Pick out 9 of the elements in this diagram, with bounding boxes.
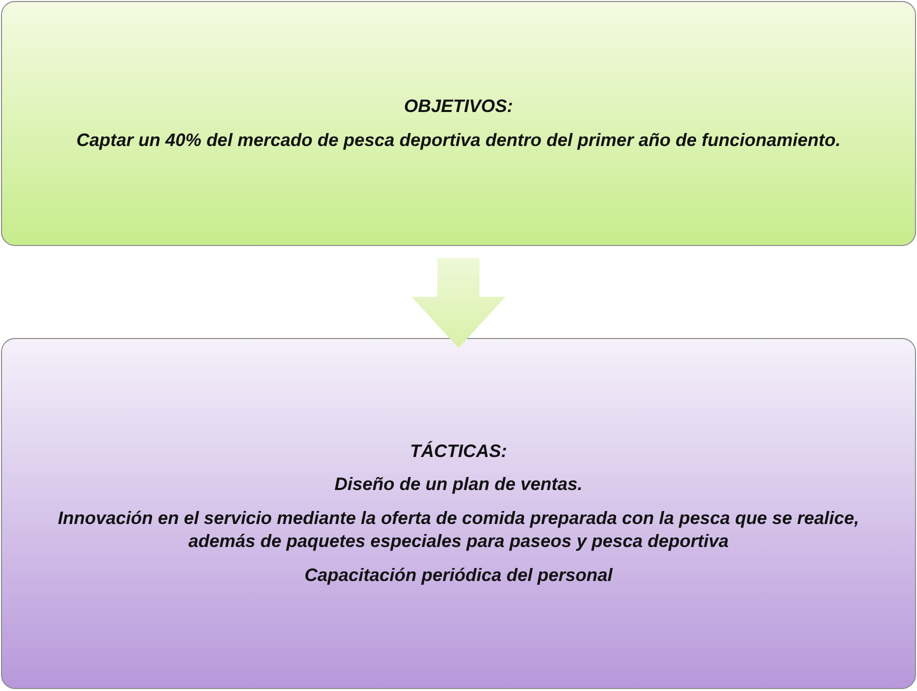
process-box xyxy=(1,1,916,246)
box-heading: OBJETIVOS: xyxy=(404,95,514,118)
process-box xyxy=(1,338,916,689)
box-heading: TÁCTICAS: xyxy=(410,440,507,464)
box-text: Captar un 40% del mercado de pesca deportiva dentro del primer año de funcionamiento. xyxy=(76,128,841,152)
box-text: Capacitación periódica del personal xyxy=(304,564,613,587)
box-text: Diseño de un plan de ventas. xyxy=(334,473,583,496)
block-arrow xyxy=(412,258,506,348)
box-text: Innovación en el servicio mediante la oferta de comida preparada con la pesca que se realice, además de paquetes especiales para paseos y pesca deportiva xyxy=(56,506,860,554)
